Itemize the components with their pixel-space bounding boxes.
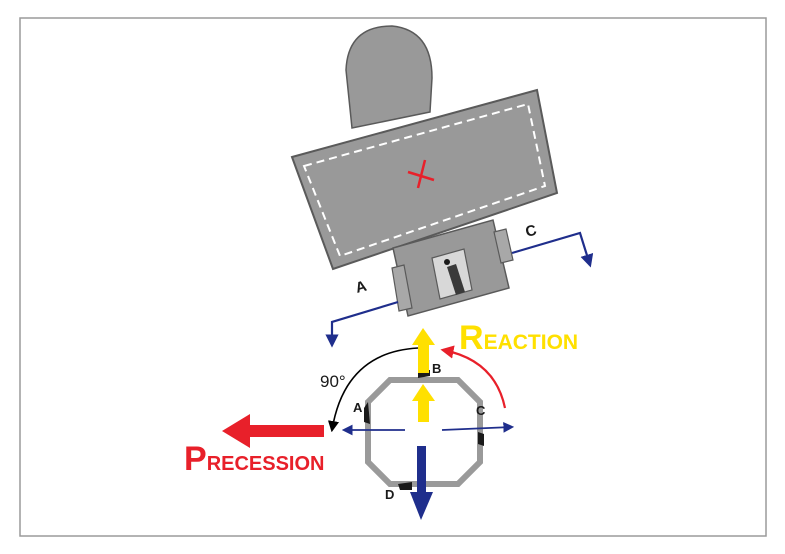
precession-initial: P bbox=[184, 440, 207, 478]
mount-latch bbox=[447, 264, 465, 295]
ring-axis-right bbox=[441, 421, 515, 433]
reaction-rest: EACTION bbox=[484, 331, 579, 354]
label-a-top: A bbox=[354, 278, 369, 297]
label-a-ring: A bbox=[353, 400, 363, 415]
mount-side-left bbox=[391, 264, 413, 312]
gyro-device bbox=[290, 25, 559, 317]
mount-side-right bbox=[493, 228, 514, 264]
label-c-ring: C bbox=[476, 403, 486, 418]
reaction-initial: R bbox=[459, 319, 484, 357]
cross-icon bbox=[407, 159, 435, 189]
marker-a bbox=[364, 402, 370, 424]
mount-pin bbox=[444, 259, 450, 265]
device-dashed-outline bbox=[302, 102, 547, 258]
label-d-ring: D bbox=[385, 487, 394, 502]
arrow-down-icon bbox=[410, 446, 433, 520]
arrow-up-icon bbox=[412, 328, 435, 422]
label-c-top: C bbox=[524, 222, 539, 241]
device-body bbox=[290, 88, 559, 271]
arrow-left-icon bbox=[222, 414, 324, 448]
angle-label: 90° bbox=[320, 372, 346, 391]
label-b-ring: B bbox=[432, 361, 441, 376]
reaction-label: REACTION bbox=[459, 319, 578, 357]
angle-arc bbox=[327, 347, 419, 433]
precession-rest: RECESSION bbox=[207, 453, 325, 475]
curved-arrow-icon bbox=[440, 345, 507, 409]
device-tab bbox=[345, 25, 433, 129]
top-axis bbox=[325, 231, 594, 348]
marker-c bbox=[478, 432, 484, 446]
precession-label: PRECESSION bbox=[184, 440, 325, 478]
marker-d bbox=[398, 482, 412, 490]
